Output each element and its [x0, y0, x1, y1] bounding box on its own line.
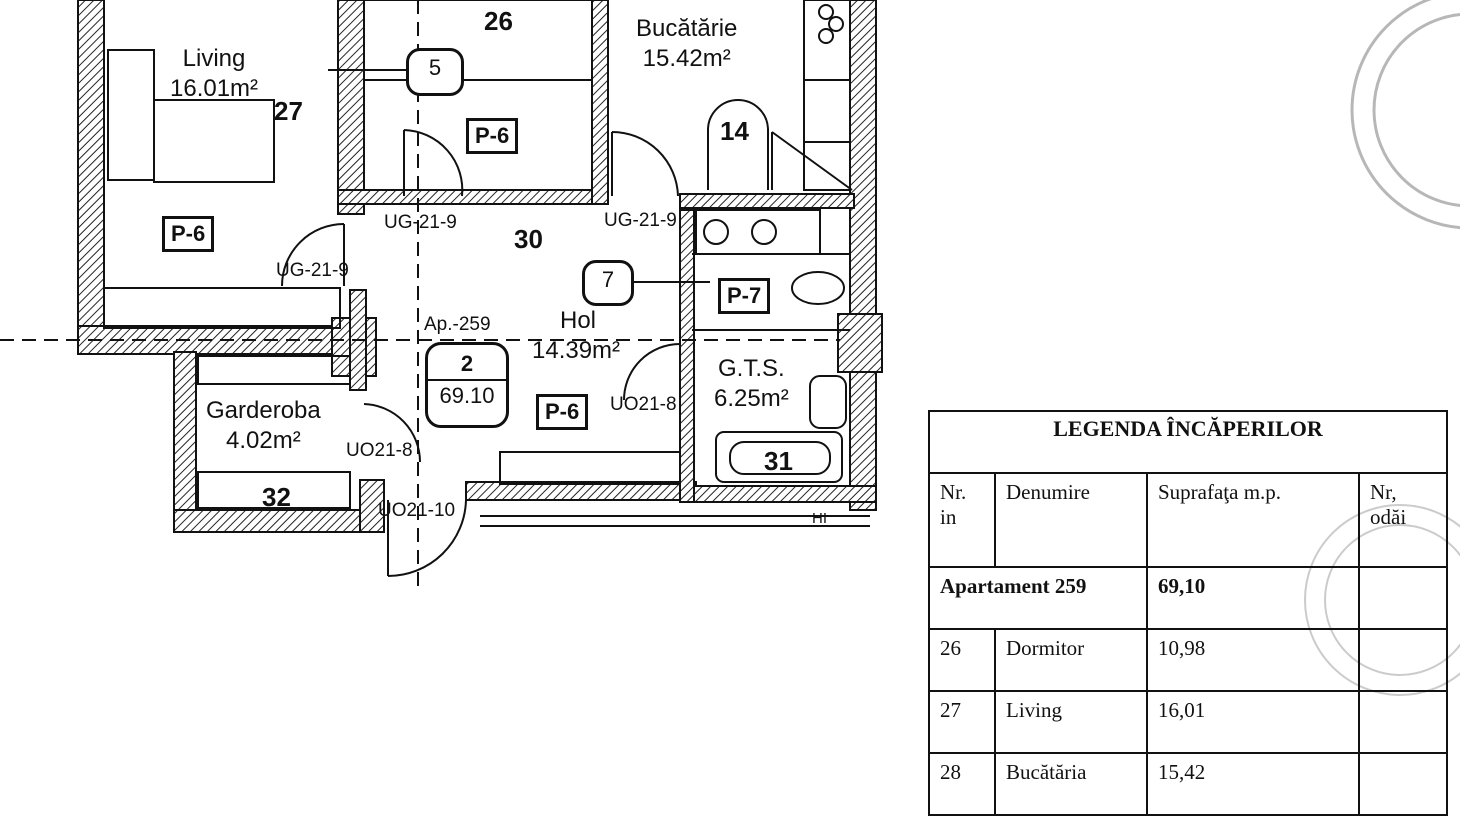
legend-title: LEGENDA ÎNCĂPERILOR [928, 410, 1448, 472]
apartment-label: Ap.-259 [424, 314, 491, 335]
wall-bottom-2 [685, 485, 877, 503]
room-living-name: Living [182, 45, 246, 72]
legend-apartment-name: Apartament 259 [928, 566, 1148, 630]
door-label: UO21-8 [610, 394, 677, 415]
room-living-area: 16.01m² [170, 75, 259, 102]
legend-cell-name: Bucătăria [994, 752, 1148, 816]
legend-header-row: Nr. in Denumire Suprafaţa m.p. Nr, odăi [928, 472, 1448, 568]
legend-apartment-row: Apartament 259 69,10 [928, 566, 1448, 630]
room-gts-label: G.T.S. 6.25m² [714, 354, 789, 414]
room-gts-area: 6.25m² [714, 385, 789, 412]
legend-cell-area: 15,42 [1146, 752, 1360, 816]
room-hol-label: Hol 14.39m² [532, 306, 620, 366]
room-garderoba-number: 32 [262, 482, 291, 512]
partition-tag: P-6 [162, 216, 215, 252]
legend-cell-nr: 28 [928, 752, 996, 816]
hi-label: HI [812, 510, 827, 527]
room-living-number: 27 [274, 96, 303, 126]
partition-tag: P-6 [466, 118, 519, 154]
door-label: UG-21-9 [276, 260, 349, 281]
wall-living-dormitor [337, 0, 365, 215]
room-legend: LEGENDA ÎNCĂPERILOR Nr. in Denumire Supr… [928, 410, 1448, 816]
partition-tag: P-7 [718, 278, 771, 314]
badge-5: 5 [406, 48, 464, 96]
room-hol-number: 30 [514, 224, 543, 254]
apartment-badge: 2 69.10 [425, 342, 509, 428]
door-label: UG-21-9 [384, 212, 457, 233]
legend-table: Nr. in Denumire Suprafaţa m.p. Nr, odăi … [928, 472, 1448, 816]
badge-7: 7 [582, 260, 634, 306]
room-bucatarie-name: Bucătărie [636, 15, 738, 42]
room-living-label: Living 16.01m² [170, 44, 258, 104]
legend-header-name: Denumire [994, 472, 1148, 568]
apartment-badge-number: 2 [460, 351, 474, 376]
wall-left [77, 0, 105, 331]
wall-dormitor-bottom [337, 189, 609, 205]
wall-column-right [837, 313, 883, 373]
legend-cell-name: Dormitor [994, 628, 1148, 692]
room-garderoba-area: 4.02m² [226, 427, 301, 454]
wall-dormitor-kitchen [591, 0, 609, 205]
room-bucatarie-number: 14 [720, 116, 749, 146]
legend-cell-nr: 27 [928, 690, 996, 754]
room-gts-number: 31 [764, 446, 793, 476]
wall-garderoba-bottom [173, 509, 385, 533]
legend-apartment-rooms [1358, 566, 1448, 630]
legend-cell-name: Living [994, 690, 1148, 754]
wall-right [849, 0, 877, 511]
room-garderoba-name: Garderoba [206, 397, 321, 424]
wall-kitchen-bottom [679, 193, 855, 209]
room-gts-name: G.T.S. [718, 355, 785, 382]
room-garderoba-label: Garderoba 4.02m² [206, 396, 321, 456]
legend-apartment-area: 69,10 [1146, 566, 1360, 630]
apartment-badge-area: 69.10 [428, 379, 506, 411]
legend-header-nr: Nr. in [928, 472, 996, 568]
wall-lower-left [359, 479, 385, 533]
table-row: 26 Dormitor 10,98 [928, 628, 1448, 692]
room-bucatarie-area: 15.42m² [642, 45, 731, 72]
legend-cell-rooms [1358, 752, 1448, 816]
table-row: 28 Bucătăria 15,42 [928, 752, 1448, 816]
legend-cell-nr: 26 [928, 628, 996, 692]
table-row: 27 Living 16,01 [928, 690, 1448, 754]
legend-cell-rooms [1358, 628, 1448, 692]
room-hol-name: Hol [560, 307, 597, 334]
room-bucatarie-label: Bucătărie 15.42m² [636, 14, 737, 74]
legend-cell-rooms [1358, 690, 1448, 754]
wall-garderoba-left [173, 351, 197, 531]
legend-header-rooms: Nr, odăi [1358, 472, 1448, 568]
partition-tag: P-6 [536, 394, 589, 430]
wall-bath [679, 209, 695, 503]
room-hol-area: 14.39m² [532, 337, 621, 364]
room-dormitor-number: 26 [484, 6, 513, 36]
legend-cell-area: 16,01 [1146, 690, 1360, 754]
door-label: UG-21-9 [604, 210, 677, 231]
legend-cell-area: 10,98 [1146, 628, 1360, 692]
legend-header-area: Suprafaţa m.p. [1146, 472, 1360, 568]
door-label: UO21-8 [346, 440, 413, 461]
door-label: UO21-10 [378, 500, 456, 521]
